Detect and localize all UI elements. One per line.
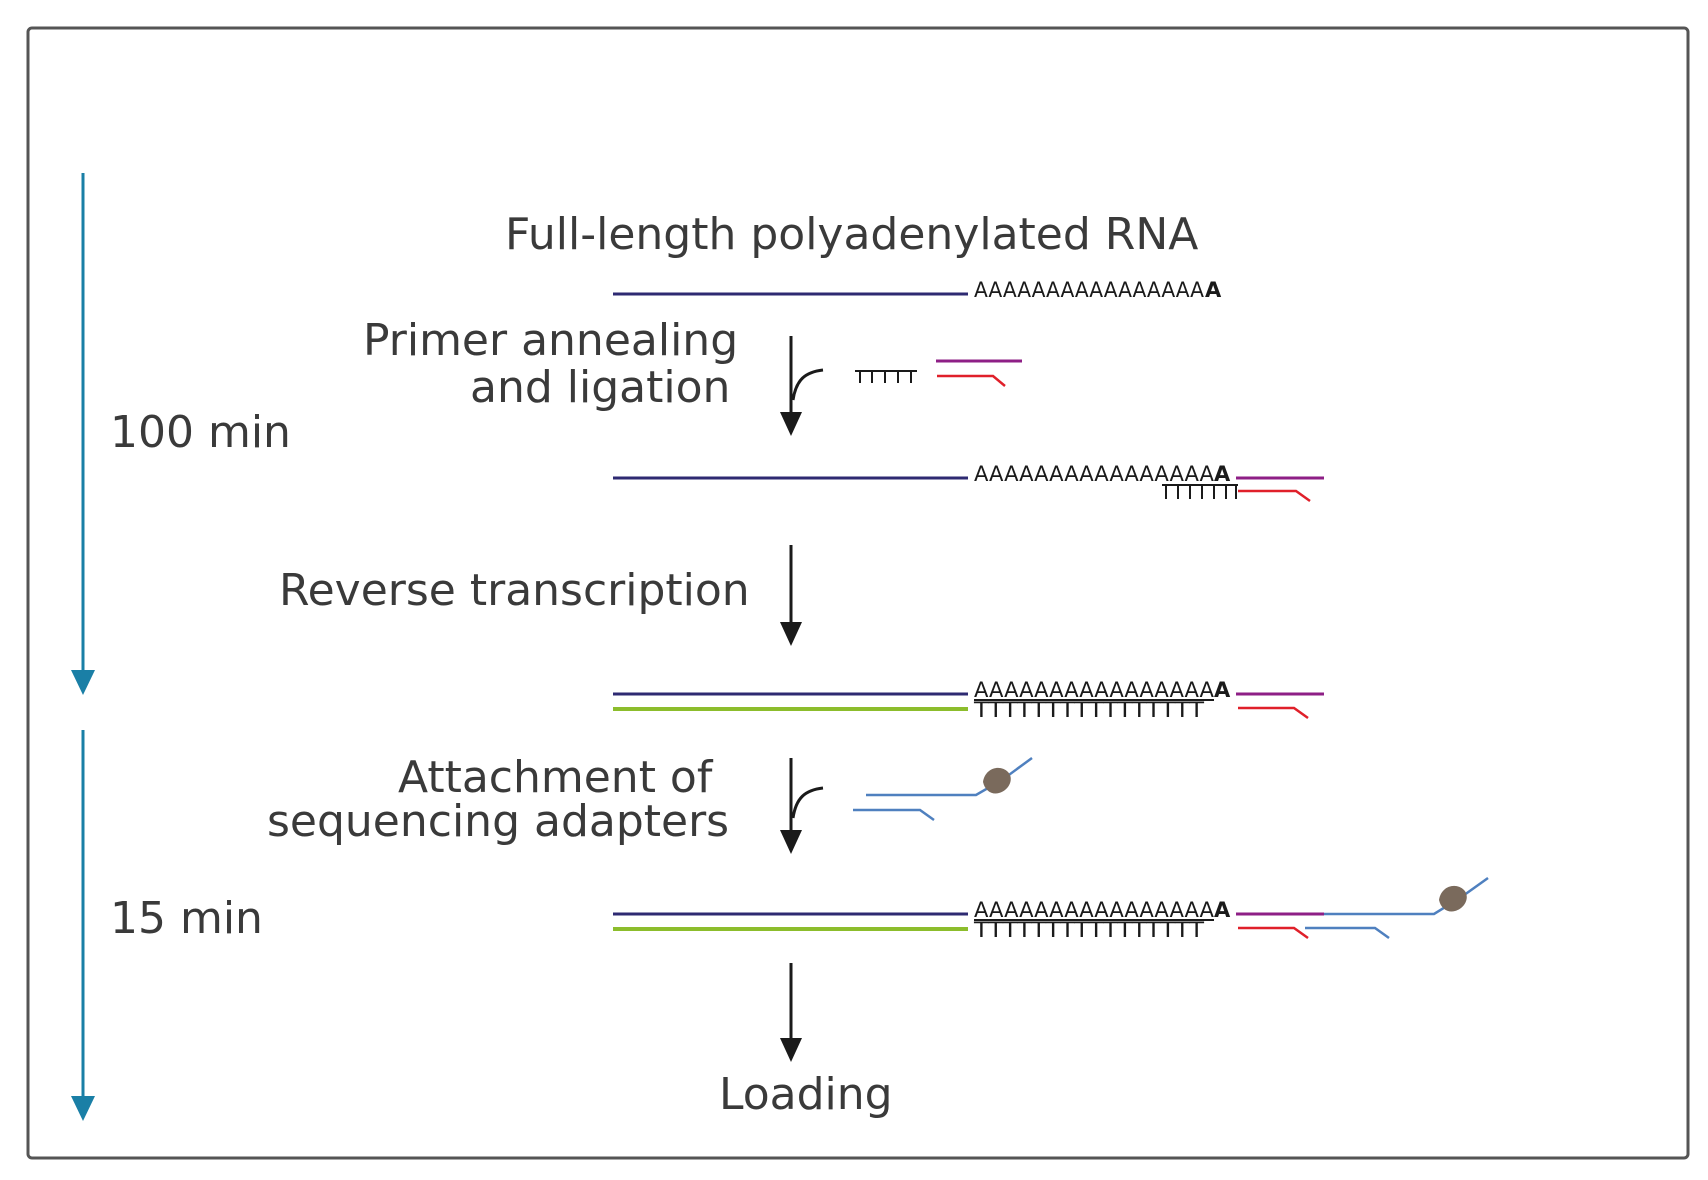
sequencing-adapter-free xyxy=(853,756,1033,822)
timeline-phase-1: 100 min xyxy=(71,173,291,695)
svg-text:AAAAAAAAAAAAAAAA: AAAAAAAAAAAAAAAA xyxy=(974,462,1215,486)
step-adapter-attachment-line-2: sequencing adapters xyxy=(267,796,729,847)
motor-protein-icon xyxy=(983,767,1011,794)
step-3-arrow xyxy=(780,758,824,854)
final-loading-label: Loading xyxy=(719,1069,893,1120)
timeline-arrowhead-2 xyxy=(71,1096,95,1121)
step-primer-annealing-line-1: Primer annealing xyxy=(363,315,738,366)
svg-text:AAAAAAAAAAAAAAAA: AAAAAAAAAAAAAAAA xyxy=(974,678,1215,702)
motor-protein-icon-ligated xyxy=(1439,885,1467,912)
oligo-dt-primer xyxy=(855,370,917,383)
svg-text:TTTTTTTTTTTTTTTT: TTTTTTTTTTTTTTTT xyxy=(973,698,1204,722)
poly-a-end: A xyxy=(1205,278,1222,302)
step-1-arrow xyxy=(780,336,824,436)
diagram-title: Full-length polyadenylated RNA xyxy=(505,209,1198,260)
rna-molecule: AAAAAAAAAAAAAAAA A xyxy=(613,278,1222,302)
step-2-arrow xyxy=(780,545,802,646)
svg-text:A: A xyxy=(1214,462,1231,486)
step-adapter-attachment-line-1: Attachment of xyxy=(398,752,714,803)
timeline-phase-2: 15 min xyxy=(71,730,263,1121)
step-primer-annealing-line-2: and ligation xyxy=(470,362,730,413)
step-4-arrow xyxy=(780,963,802,1062)
svg-text:TTTTTTTTTTTTTTTT: TTTTTTTTTTTTTTTT xyxy=(973,918,1204,942)
svg-text:A: A xyxy=(1214,678,1231,702)
timing-label-phase-1: 100 min xyxy=(110,407,291,458)
timeline-arrowhead-1 xyxy=(71,670,95,695)
annealed-ligated-product: AAAAAAAAAAAAAAAA A xyxy=(613,462,1324,503)
step-reverse-transcription: Reverse transcription xyxy=(279,565,750,616)
rt-adapter-free xyxy=(936,359,1022,387)
svg-text:AAAAAAAAAAAAAAAA: AAAAAAAAAAAAAAAA xyxy=(974,898,1215,922)
rna-cdna-hybrid: AAAAAAAAAAAAAAAA A TTTTTTTTTTTTTTTT xyxy=(613,678,1324,722)
poly-a-tail: AAAAAAAAAAAAAAAA xyxy=(974,278,1205,302)
timing-label-phase-2: 15 min xyxy=(110,893,263,944)
svg-text:A: A xyxy=(1214,898,1231,922)
diagram-frame xyxy=(26,26,1690,1160)
adapted-library-molecule: AAAAAAAAAAAAAAAA A TTTTTTTTTTTTTTTT xyxy=(613,876,1489,942)
